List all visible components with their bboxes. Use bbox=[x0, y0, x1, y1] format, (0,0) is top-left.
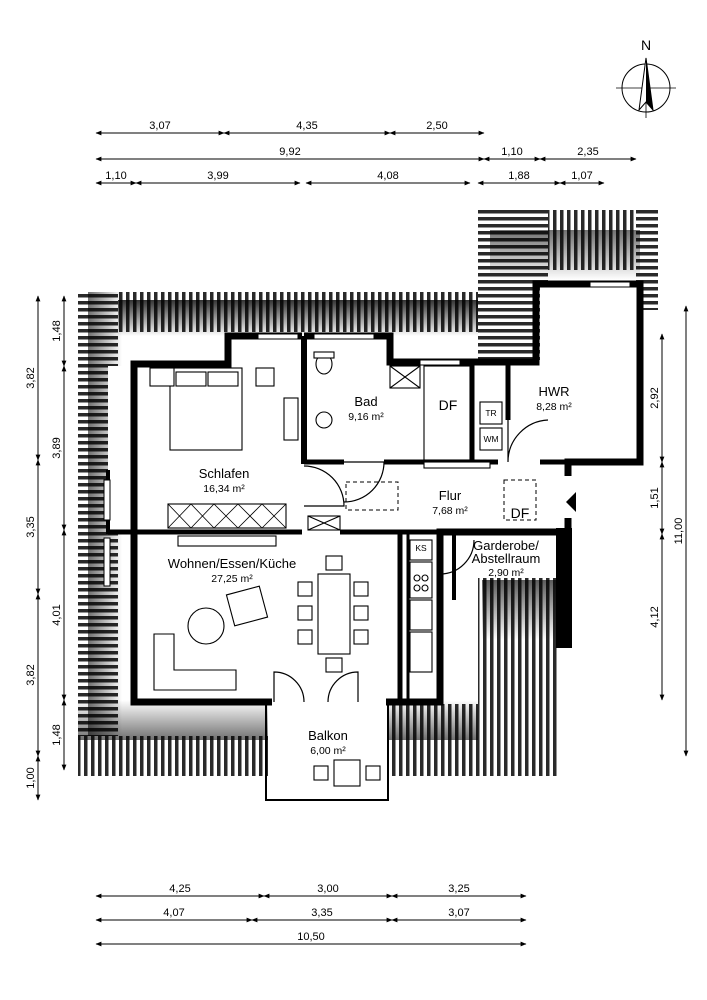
dimension-lines bbox=[35, 130, 689, 947]
dim-left-outer-2: 3,82 bbox=[25, 664, 37, 685]
immogrundriss-label: Immogrundriss bbox=[559, 572, 569, 628]
sink bbox=[315, 411, 333, 429]
dim-bottom1-1: 3,00 bbox=[317, 883, 338, 895]
dim-bottom1-0: 4,25 bbox=[169, 883, 190, 895]
dim-top3-2: 4,08 bbox=[377, 170, 398, 182]
room-wohnen-name: Wohnen/Essen/Küche bbox=[168, 556, 296, 571]
door-bad bbox=[343, 461, 385, 503]
sink-kitchen bbox=[409, 631, 433, 673]
dim-top3-4: 1,07 bbox=[571, 170, 592, 182]
dim-top3-0: 1,10 bbox=[105, 170, 126, 182]
dim-top1-0: 3,07 bbox=[149, 120, 170, 132]
dim-top3-1: 3,99 bbox=[207, 170, 228, 182]
tr-label: TR bbox=[485, 408, 496, 418]
room-bad-name: Bad bbox=[354, 394, 377, 409]
dim-top2-1: 1,10 bbox=[501, 146, 522, 158]
room-labels: Bad 9,16 m² HWR 8,28 m² Schlafen 16,34 m… bbox=[168, 384, 572, 757]
nightstand-right bbox=[255, 367, 275, 387]
washing-machine bbox=[479, 427, 503, 451]
room-wohnen-area: 27,25 m² bbox=[211, 573, 253, 585]
dim-top1-1: 4,35 bbox=[296, 120, 317, 132]
room-garderobe-area: 2,90 m² bbox=[488, 567, 524, 579]
dim-left-outer-0: 3,82 bbox=[25, 367, 37, 388]
dim-left-inner-3: 1,48 bbox=[51, 724, 63, 745]
room-garderobe-name1: Garderobe/ bbox=[473, 538, 539, 553]
compass: N bbox=[616, 37, 676, 118]
door-hwr bbox=[507, 419, 549, 463]
dim-bottom3-0: 10,50 bbox=[297, 931, 325, 943]
wardrobe bbox=[167, 503, 287, 529]
door-schlafen bbox=[303, 465, 345, 507]
dryer bbox=[479, 401, 503, 425]
fridge bbox=[409, 539, 433, 561]
dim-left-inner-0: 1,48 bbox=[51, 320, 63, 341]
dim-right-inner-0: 2,92 bbox=[649, 387, 661, 408]
room-flur-area: 7,68 m² bbox=[432, 505, 468, 517]
tv-console bbox=[177, 535, 277, 547]
room-balkon-name: Balkon bbox=[308, 728, 348, 743]
room-hwr-name: HWR bbox=[538, 384, 569, 399]
doors bbox=[273, 419, 549, 703]
dim-left-outer-3: 1,00 bbox=[25, 767, 37, 788]
garderobe-strip bbox=[556, 528, 572, 648]
dim-top2-2: 2,35 bbox=[577, 146, 598, 158]
dim-left-inner-2: 4,01 bbox=[51, 604, 63, 625]
dimension-labels: 3,07 4,35 2,50 9,92 1,10 2,35 1,10 3,99 … bbox=[25, 120, 685, 943]
room-garderobe-name2: Abstellraum bbox=[472, 551, 541, 566]
fixture-labels: DF DF TR WM KS Immogrundriss bbox=[415, 397, 569, 628]
dining-table bbox=[317, 573, 351, 655]
dim-right-inner-2: 4,12 bbox=[649, 606, 661, 627]
compass-north-label: N bbox=[641, 37, 651, 53]
pillow bbox=[175, 371, 207, 387]
shower bbox=[423, 365, 471, 461]
dim-bottom2-2: 3,07 bbox=[448, 907, 469, 919]
door-balkon-left bbox=[273, 671, 305, 703]
dim-right-inner-1: 1,51 bbox=[649, 487, 661, 508]
dim-right-outer-0: 11,00 bbox=[673, 518, 685, 545]
room-hwr-area: 8,28 m² bbox=[536, 401, 572, 413]
nightstand-left bbox=[149, 367, 175, 387]
room-flur-name: Flur bbox=[439, 488, 462, 503]
furniture bbox=[149, 351, 503, 787]
sofa bbox=[153, 633, 237, 691]
pillow bbox=[207, 371, 239, 387]
df-label-flur: DF bbox=[511, 505, 530, 521]
dim-top3-3: 1,88 bbox=[508, 170, 529, 182]
dim-bottom2-1: 3,35 bbox=[311, 907, 332, 919]
armchair bbox=[225, 585, 269, 627]
balcony-table bbox=[333, 759, 361, 787]
wm-label: WM bbox=[483, 434, 498, 444]
ks-label: KS bbox=[415, 543, 427, 553]
room-schlafen-name: Schlafen bbox=[199, 466, 250, 481]
dim-bottom2-0: 4,07 bbox=[163, 907, 184, 919]
dim-top1-2: 2,50 bbox=[426, 120, 447, 132]
room-balkon-area: 6,00 m² bbox=[310, 745, 346, 757]
dim-top2-0: 9,92 bbox=[279, 146, 300, 158]
dim-left-outer-1: 3,35 bbox=[25, 516, 37, 537]
df-label-bad: DF bbox=[439, 397, 458, 413]
room-bad-area: 9,16 m² bbox=[348, 411, 384, 423]
room-schlafen-area: 16,34 m² bbox=[203, 483, 245, 495]
dim-left-inner-1: 3,89 bbox=[51, 437, 63, 458]
windows bbox=[103, 281, 631, 587]
door-balkon-right bbox=[327, 671, 359, 703]
coffee-table bbox=[187, 607, 225, 645]
dim-bottom1-2: 3,25 bbox=[448, 883, 469, 895]
door-garderobe bbox=[439, 539, 475, 575]
entrance-arrow bbox=[566, 492, 576, 512]
